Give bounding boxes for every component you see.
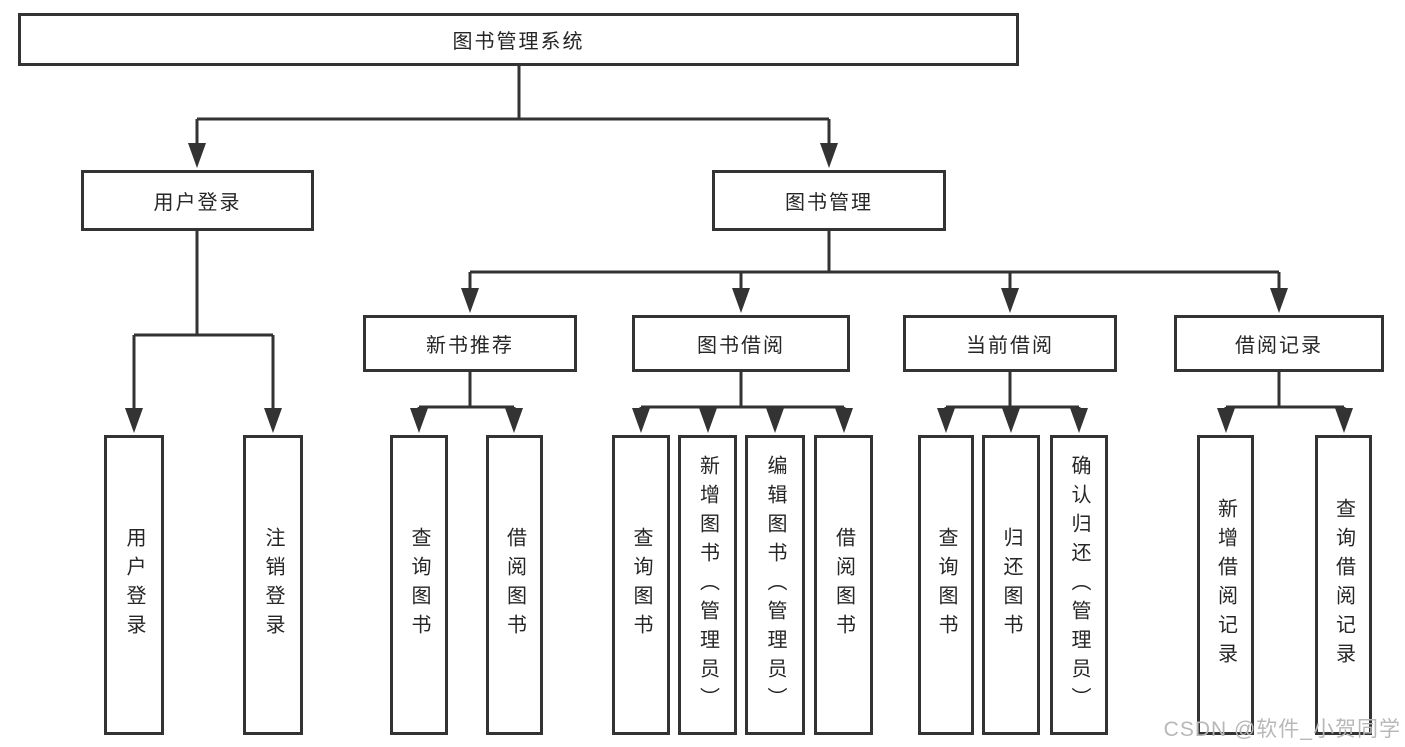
node-new-book-recommend-label: 新书推荐: [426, 335, 514, 357]
node-book-management-label: 图书管理: [785, 192, 873, 214]
connector-recommend-to-leaves: [417, 372, 516, 409]
leaf-logout-label: 注销登录: [262, 527, 284, 643]
node-book-borrowing: 图书借阅: [632, 315, 850, 372]
leaf-recommend-borrow-books: 借阅图书: [486, 435, 543, 735]
arrowhead: [188, 143, 206, 168]
node-book-management: 图书管理: [712, 170, 946, 231]
arrowhead: [461, 288, 479, 313]
leaf-borrowing-add-books: 新增图书（管理员）: [678, 435, 737, 735]
node-root-label: 图书管理系统: [452, 31, 585, 53]
leaf-user-login: 用户登录: [104, 435, 164, 735]
arrowhead: [125, 408, 143, 433]
leaf-borrowing-edit-books: 编辑图书（管理员）: [745, 435, 805, 735]
connector-borrowing-to-leaves: [639, 372, 846, 409]
connector-root-to-level2: [195, 66, 831, 145]
arrowhead: [937, 408, 955, 433]
arrowhead: [1335, 408, 1353, 433]
arrowhead: [1070, 408, 1088, 433]
node-user-login-label: 用户登录: [153, 192, 242, 214]
arrowhead: [699, 408, 717, 433]
arrowhead: [410, 408, 428, 433]
arrowhead: [766, 408, 784, 433]
node-current-borrowing-label: 当前借阅: [966, 335, 1054, 357]
node-new-book-recommend: 新书推荐: [363, 315, 577, 372]
node-root: 图书管理系统: [18, 13, 1019, 66]
arrowhead: [835, 408, 853, 433]
arrowhead: [732, 288, 750, 313]
leaf-user-login-label: 用户登录: [123, 527, 145, 643]
leaf-borrowing-borrow-books: 借阅图书: [814, 435, 873, 735]
node-user-login: 用户登录: [81, 170, 314, 231]
arrowhead: [820, 143, 838, 168]
node-borrowing-records: 借阅记录: [1174, 315, 1384, 372]
arrowheads: [125, 143, 1353, 433]
connector-records-to-leaves: [1224, 372, 1346, 409]
leaf-borrowing-borrow-books-label: 借阅图书: [832, 527, 855, 643]
leaf-recommend-borrow-books-label: 借阅图书: [503, 527, 526, 643]
leaf-recommend-query-books-label: 查询图书: [408, 527, 430, 643]
leaf-current-confirm-return-label: 确认归还（管理员）: [1068, 454, 1090, 716]
arrowhead: [1002, 408, 1020, 433]
leaf-records-query-record-label: 查询借阅记录: [1332, 498, 1355, 672]
leaf-current-query-books-label: 查询图书: [935, 527, 957, 643]
arrowhead: [1001, 288, 1019, 313]
leaf-current-return-books: 归还图书: [982, 435, 1040, 735]
arrowhead: [632, 408, 650, 433]
csdn-watermark: CSDN @软件_小贺同学: [1163, 718, 1401, 741]
arrowhead: [1270, 288, 1288, 313]
node-borrowing-records-label: 借阅记录: [1235, 335, 1323, 357]
node-book-borrowing-label: 图书借阅: [697, 335, 785, 357]
arrowhead: [505, 408, 523, 433]
leaf-records-add-record-label: 新增借阅记录: [1214, 498, 1237, 672]
leaf-recommend-query-books: 查询图书: [390, 435, 448, 735]
leaf-current-confirm-return: 确认归还（管理员）: [1050, 435, 1108, 735]
connector-lines: [132, 66, 1346, 410]
leaf-borrowing-query-books-label: 查询图书: [630, 527, 652, 643]
connector-bookmgmt-to-level3: [468, 231, 1281, 289]
leaf-borrowing-query-books: 查询图书: [612, 435, 670, 735]
arrowhead: [264, 408, 282, 433]
connector-userlogin-to-leaves: [132, 231, 275, 410]
leaf-borrowing-edit-books-label: 编辑图书（管理员）: [764, 454, 786, 716]
node-current-borrowing: 当前借阅: [903, 315, 1117, 372]
leaf-logout: 注销登录: [243, 435, 303, 735]
leaf-current-return-books-label: 归还图书: [1000, 527, 1022, 643]
leaf-records-add-record: 新增借阅记录: [1197, 435, 1254, 735]
leaf-borrowing-add-books-label: 新增图书（管理员）: [696, 454, 719, 716]
leaf-records-query-record: 查询借阅记录: [1315, 435, 1372, 735]
leaf-current-query-books: 查询图书: [918, 435, 974, 735]
arrowhead: [1217, 408, 1235, 433]
connector-current-to-leaves: [944, 372, 1081, 409]
